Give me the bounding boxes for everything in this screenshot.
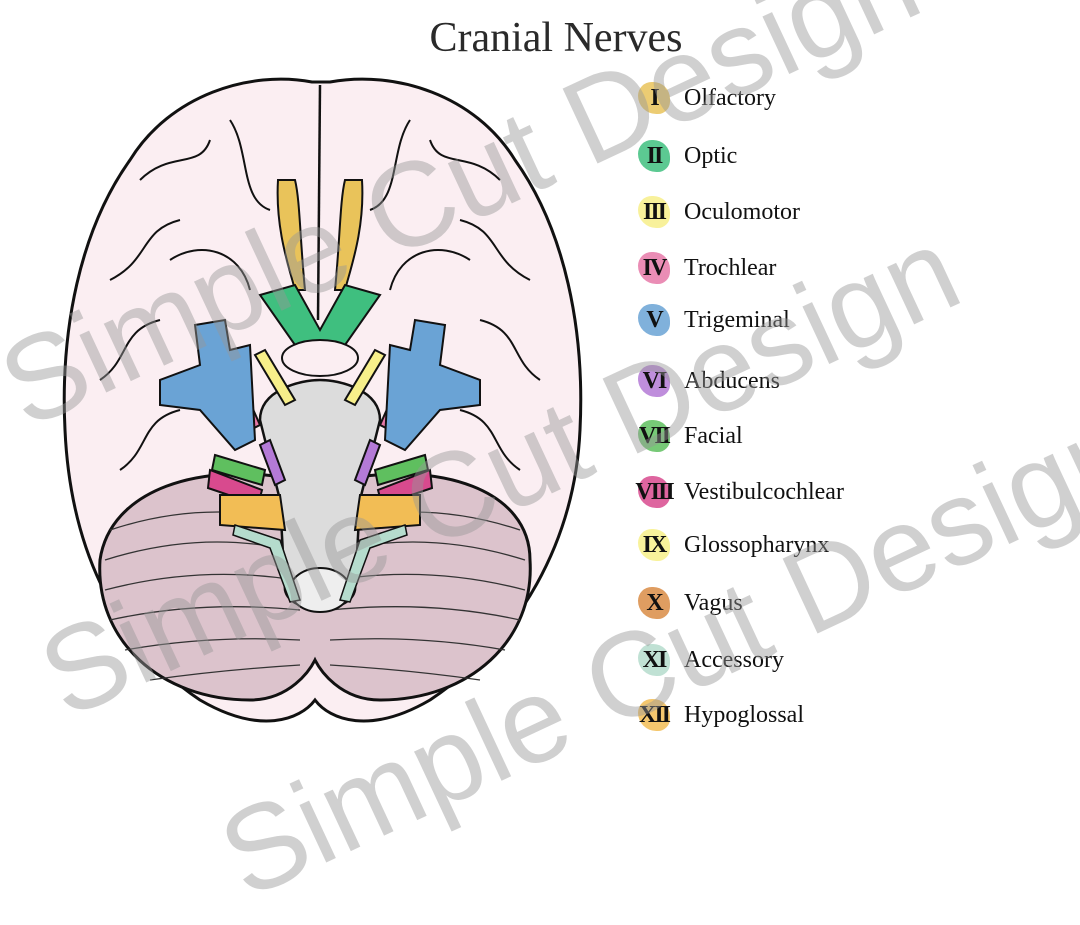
nerve-badge: XI	[630, 643, 678, 677]
nerve-name: Vagus	[684, 589, 743, 616]
legend-item-facial: VII Facial	[630, 418, 743, 454]
nerve-number: IV	[642, 254, 668, 281]
legend-item-olfactory: I Olfactory	[630, 80, 776, 116]
legend-item-abducens: VI Abducens	[630, 363, 780, 399]
legend-item-optic: II Optic	[630, 138, 737, 174]
color-swatch-icon	[638, 644, 670, 676]
nerve-name: Facial	[684, 422, 743, 449]
color-swatch-icon	[638, 365, 670, 397]
gyri	[99, 119, 541, 471]
nerve-name: Glossopharynx	[684, 531, 830, 558]
legend-item-trochlear: IV Trochlear	[630, 250, 776, 286]
legend-item-trigeminal: V Trigeminal	[630, 302, 790, 338]
nerve-name: Hypoglossal	[684, 701, 804, 728]
nerve-name: Accessory	[684, 646, 784, 673]
nerve-name: Trochlear	[684, 254, 777, 281]
color-swatch-icon	[638, 420, 670, 452]
nerve-badge: I	[630, 81, 678, 115]
nerve-number: I	[650, 84, 659, 111]
nerve-name: Optic	[684, 142, 738, 169]
color-swatch-icon	[638, 304, 670, 336]
nerve-number: X	[646, 589, 663, 616]
brain-illustration	[62, 77, 583, 723]
nerve-badge: II	[630, 139, 678, 173]
nerve-badge: VI	[630, 364, 678, 398]
color-swatch-icon	[638, 699, 670, 731]
nerve-name: Oculomotor	[684, 198, 800, 225]
legend-item-hypoglossal: XII Hypoglossal	[630, 697, 804, 733]
legend-item-vestibulcochlear: VIII Vestibulcochlear	[630, 474, 844, 510]
legend-item-oculomotor: III Oculomotor	[630, 194, 800, 230]
color-swatch-icon	[638, 196, 670, 228]
nerve-number: VI	[642, 367, 668, 394]
nerve-badge: III	[630, 195, 678, 229]
color-swatch-icon	[638, 140, 670, 172]
nerve-number: IX	[642, 531, 668, 558]
nerve-number: XI	[642, 646, 668, 673]
legend-item-accessory: XI Accessory	[630, 642, 784, 678]
nerve-number: VIII	[635, 478, 674, 505]
nerve-number: XII	[638, 701, 671, 728]
color-swatch-icon	[638, 529, 670, 561]
nerve-number: III	[642, 198, 667, 225]
color-swatch-icon	[638, 587, 670, 619]
page-title: Cranial Nerves	[429, 15, 683, 61]
legend-item-glossopharynx: IX Glossopharynx	[630, 527, 829, 563]
nerve-name: Olfactory	[684, 84, 776, 111]
nerve-number: VII	[638, 422, 671, 449]
color-swatch-icon	[638, 82, 670, 114]
nerve-badge: IV	[630, 251, 678, 285]
nerve-badge: V	[630, 303, 678, 337]
nerve-badge: IX	[630, 528, 678, 562]
nerve-number: II	[646, 142, 664, 169]
nerve-badge: VIII	[630, 475, 678, 509]
color-swatch-icon	[638, 252, 670, 284]
legend-item-vagus: X Vagus	[630, 585, 743, 621]
nerve-name: Trigeminal	[684, 306, 790, 333]
nerve-number: V	[646, 306, 663, 333]
nerve-badge: XII	[630, 698, 678, 732]
nerve-badge: X	[630, 586, 678, 620]
color-swatch-icon	[638, 476, 670, 508]
nerve-name: Vestibulcochlear	[684, 478, 844, 505]
nerve-badge: VII	[630, 419, 678, 453]
nerve-name: Abducens	[684, 367, 780, 394]
